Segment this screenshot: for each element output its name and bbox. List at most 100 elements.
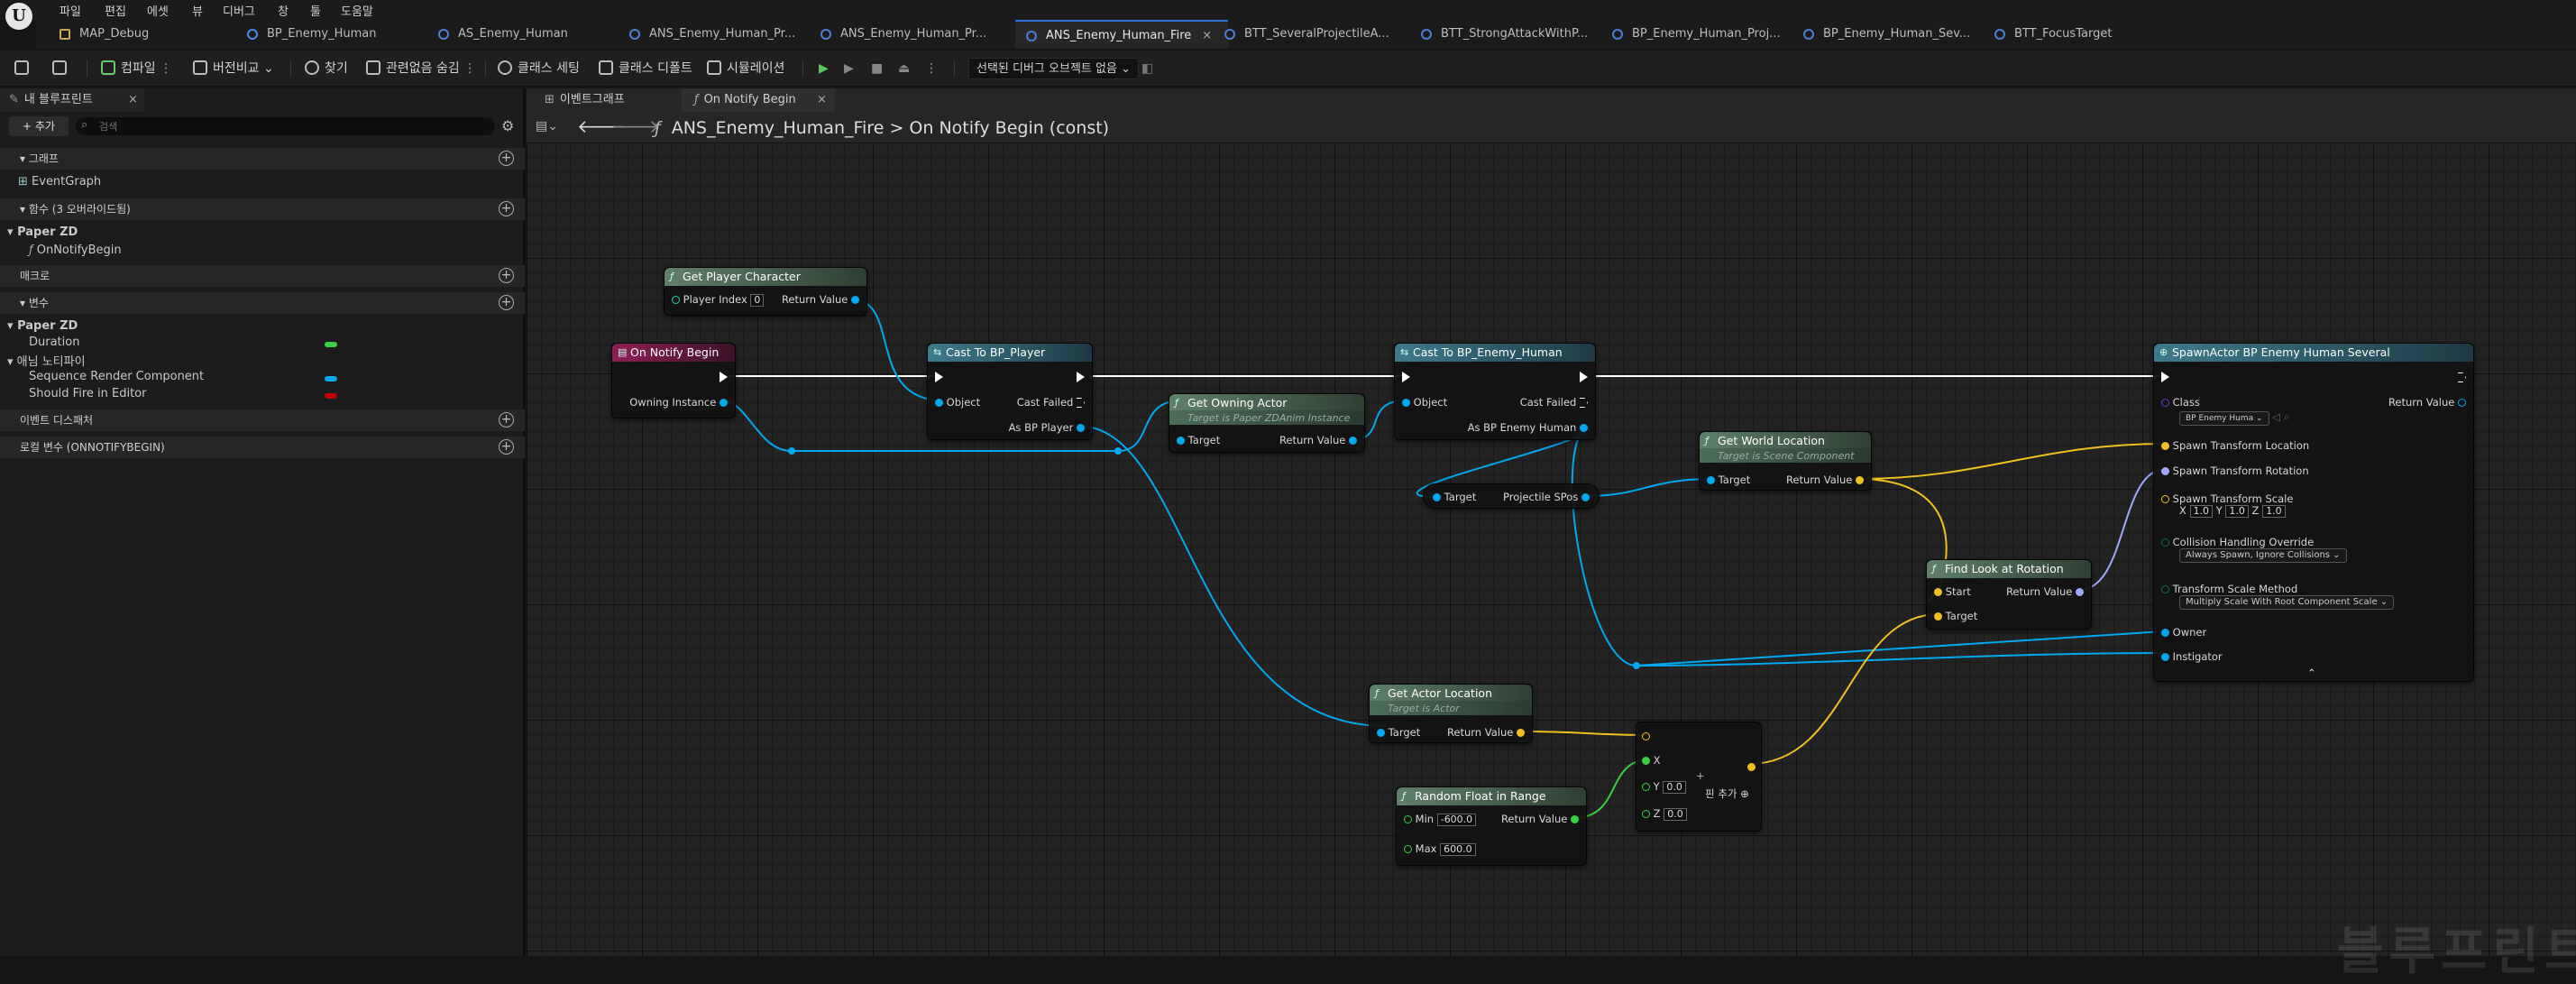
y-field[interactable]: 0.0 — [1663, 780, 1686, 794]
pin-target[interactable]: Target — [1433, 491, 1476, 503]
browse-button[interactable] — [52, 58, 72, 79]
add-button[interactable]: + 추가 — [9, 116, 69, 136]
pin-player-index[interactable]: Player Index 0 — [672, 293, 765, 307]
tab-ans-enemy-human-fire[interactable]: ANS_Enemy_Human_Fire× — [1015, 20, 1228, 49]
min-field[interactable]: -600.0 — [1436, 813, 1477, 826]
tab-event-graph[interactable]: ⊞이벤트그래프 — [532, 88, 682, 112]
pin-owning-instance[interactable]: Owning Instance — [629, 396, 728, 409]
browse-icon[interactable]: ◁ ⌕ — [2272, 410, 2290, 423]
debug-browse-button[interactable]: ◧ — [1141, 58, 1153, 79]
pin-target[interactable]: Target — [1377, 726, 1420, 739]
scale-y-field[interactable]: 1.0 — [2225, 504, 2249, 518]
my-blueprint-tab[interactable]: ✎내 블루프린트× — [0, 88, 144, 112]
menu-view[interactable]: 뷰 — [192, 5, 203, 19]
breadcrumb-asset[interactable]: ANS_Enemy_Human_Fire — [671, 118, 885, 138]
tab-btt-focus-target[interactable]: BTT_FocusTarget — [1984, 20, 2175, 49]
add-dispatcher-icon[interactable]: + — [499, 412, 514, 428]
pin-as-bp-player[interactable]: As BP Player — [1009, 421, 1085, 434]
category-graphs[interactable]: ▾ 그래프+ — [0, 148, 525, 170]
pin-exec-in[interactable] — [1402, 371, 1410, 383]
class-picker[interactable]: BP Enemy Huma ⌄ ◁ ⌕ — [2179, 410, 2289, 426]
tab-as-enemy-human[interactable]: AS_Enemy_Human — [427, 20, 608, 49]
pin-min[interactable]: Min -600.0 — [1404, 813, 1477, 826]
play-button[interactable]: ▶ — [819, 58, 829, 79]
add-variable-icon[interactable]: + — [499, 295, 514, 310]
pin-exec-out[interactable] — [2458, 371, 2466, 383]
settings-gear-icon[interactable]: ⚙ — [501, 117, 515, 134]
pin-object[interactable]: Object — [935, 396, 980, 409]
pin-instigator[interactable]: Instigator — [2161, 650, 2223, 663]
pin-return-value[interactable]: Return Value — [1447, 726, 1525, 739]
category-local-variables[interactable]: 로컬 변수 (ONNOTIFYBEGIN)+ — [0, 437, 525, 458]
tab-bp-enemy-human[interactable]: BP_Enemy_Human — [236, 20, 417, 49]
step-button[interactable]: ▶ — [844, 58, 854, 79]
pin-target[interactable]: Target — [1177, 434, 1220, 446]
close-icon[interactable]: × — [1202, 29, 1213, 42]
pin-exec-out[interactable] — [720, 371, 728, 383]
add-graph-icon[interactable]: + — [499, 151, 514, 166]
pin-x[interactable]: X — [1642, 754, 1661, 767]
category-variables[interactable]: ▾ 변수+ — [0, 292, 525, 314]
pin-spawn-transform-scale[interactable]: Spawn Transform Scale — [2161, 488, 2293, 505]
pin-spawn-transform-rotation[interactable]: Spawn Transform Rotation — [2161, 464, 2309, 477]
simulation-button[interactable]: 시뮬레이션 — [707, 58, 784, 79]
variable-duration[interactable]: Duration — [29, 336, 79, 349]
more-options-icon[interactable]: ⋮ — [463, 61, 477, 76]
pin-return-value[interactable]: Return Value — [1501, 813, 1579, 825]
save-button[interactable] — [14, 58, 34, 79]
functions-paperzd-group[interactable]: ▾ Paper ZD — [7, 225, 78, 239]
node-add-vector[interactable]: X Y 0.0 Z 0.0 핀 추가 ⊕ + — [1636, 722, 1762, 832]
tab-bp-enemy-human-sev[interactable]: BP_Enemy_Human_Sev... — [1792, 20, 1984, 49]
pin-object[interactable]: Object — [1402, 396, 1447, 409]
node-header[interactable]: ⇆Cast To BP_Enemy_Human — [1395, 344, 1595, 362]
pin-a[interactable] — [1642, 730, 1650, 742]
class-settings-button[interactable]: 클래스 세팅 — [498, 58, 580, 79]
tab-btt-several-projectile[interactable]: BTT_SeveralProjectileA... — [1214, 20, 1405, 49]
pin-transform-scale-method[interactable]: Transform Scale Method — [2161, 578, 2297, 595]
node-cast-to-bp-player[interactable]: ⇆Cast To BP_Player Object Cast Failed As… — [927, 343, 1093, 440]
add-function-icon[interactable]: + — [499, 201, 514, 216]
pin-return-value[interactable]: Return Value — [1786, 474, 1864, 486]
find-button[interactable]: 찾기 — [305, 58, 348, 79]
hide-unrelated-button[interactable]: 관련없음 숨김 ⋮ — [366, 58, 476, 79]
node-spawn-actor[interactable]: ⊕SpawnActor BP Enemy Human Several Class… — [2153, 343, 2474, 682]
z-field[interactable]: 0.0 — [1664, 807, 1687, 821]
pin-return-value[interactable]: Return Value — [782, 293, 859, 306]
menu-file[interactable]: 파일 — [60, 5, 81, 19]
add-macro-icon[interactable]: + — [499, 268, 514, 283]
anim-notify-group[interactable]: ▾ 애님 노티파이 — [7, 352, 86, 369]
pin-class[interactable]: Class — [2161, 396, 2200, 409]
menu-help[interactable]: 도움말 — [341, 5, 373, 19]
category-event-dispatchers[interactable]: 이벤트 디스패처+ — [0, 409, 525, 431]
close-icon[interactable]: × — [817, 93, 827, 106]
variable-sequence-render-component[interactable]: Sequence Render Component — [29, 370, 204, 383]
back-arrow-icon[interactable]: 🡐 — [577, 115, 626, 137]
category-macros[interactable]: 매크로+ — [0, 265, 525, 287]
scale-x-field[interactable]: 1.0 — [2189, 504, 2214, 518]
player-index-field[interactable]: 0 — [750, 293, 765, 307]
pin-as-bp-enemy-human[interactable]: As BP Enemy Human — [1468, 421, 1588, 434]
collision-dropdown[interactable]: Always Spawn, Ignore Collisions ⌄ — [2179, 548, 2347, 563]
node-header[interactable]: ▤On Notify Begin — [612, 344, 735, 362]
pin-spawn-transform-location[interactable]: Spawn Transform Location — [2161, 439, 2309, 452]
pin-exec-in[interactable] — [935, 371, 943, 383]
tab-bp-enemy-human-proj[interactable]: BP_Enemy_Human_Proj... — [1601, 20, 1792, 49]
node-header[interactable]: ⊕SpawnActor BP Enemy Human Several — [2154, 344, 2473, 362]
pin-owner[interactable]: Owner — [2161, 626, 2206, 639]
play-options-button[interactable]: ⋮ — [925, 58, 938, 79]
variables-paperzd-group[interactable]: ▾ Paper ZD — [7, 319, 78, 333]
pin-cast-failed[interactable]: Cast Failed — [1520, 396, 1588, 409]
compile-button[interactable]: 컴파일 ⋮ — [101, 58, 172, 79]
node-cast-to-bp-enemy-human[interactable]: ⇆Cast To BP_Enemy_Human Object Cast Fail… — [1394, 343, 1596, 440]
